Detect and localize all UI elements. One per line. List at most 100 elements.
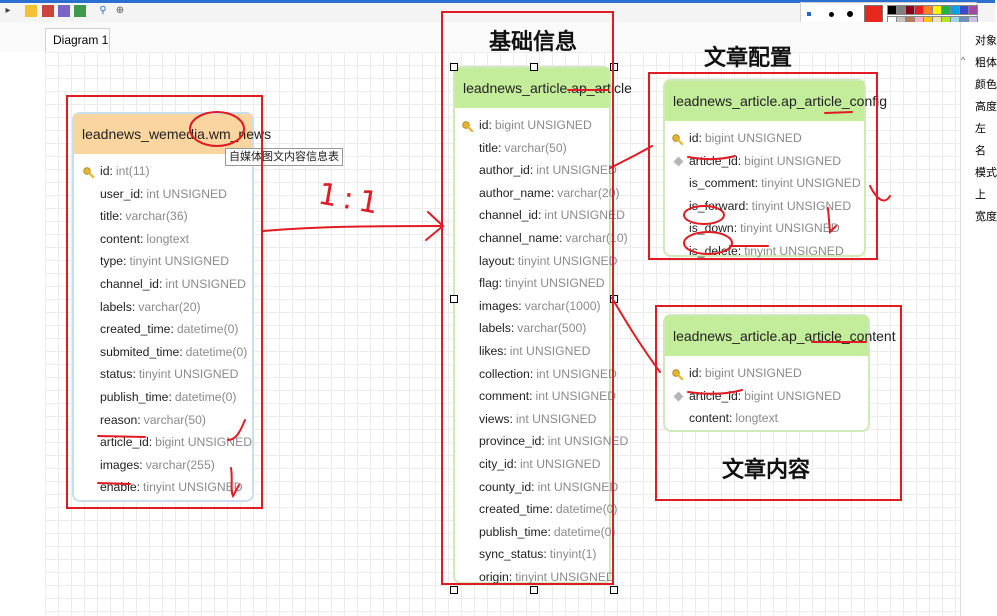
field-separator: :: [503, 343, 507, 358]
field-name: county_id: [479, 479, 532, 494]
field-row-id[interactable]: id:bigint UNSIGNED: [461, 114, 609, 137]
field-row-content[interactable]: content:longtext: [82, 228, 252, 251]
resize-handle[interactable]: [530, 63, 538, 71]
table-tooltip: 自媒体图文内容信息表: [225, 148, 343, 166]
field-name: is_comment: [689, 176, 755, 191]
field-separator: :: [537, 208, 542, 223]
field-row-id[interactable]: id:int(11): [82, 160, 252, 183]
field-separator: :: [497, 140, 502, 155]
field-row-user-id[interactable]: user_id:int UNSIGNED: [82, 183, 252, 206]
primary-key-icon: [672, 132, 684, 146]
dot-large-icon[interactable]: [847, 11, 853, 17]
field-name: layout: [479, 253, 512, 268]
field-row-created-time[interactable]: created_time:datetime(0): [82, 318, 252, 341]
field-row-labels[interactable]: labels:varchar(20): [82, 296, 252, 319]
field-row-content[interactable]: content:longtext: [671, 407, 868, 430]
export-icon[interactable]: [74, 5, 86, 17]
image-icon[interactable]: [42, 5, 54, 17]
resize-handle[interactable]: [530, 586, 538, 594]
field-row-author-name[interactable]: author_name:varchar(20): [461, 182, 620, 205]
resize-handle[interactable]: [450, 63, 458, 71]
field-name: likes: [479, 343, 504, 358]
field-row-type[interactable]: type:tinyint UNSIGNED: [82, 250, 252, 273]
table-ap-article[interactable]: leadnews_article.ap_article id:bigint UN…: [453, 66, 632, 584]
field-row-city-id[interactable]: city_id:int UNSIGNED: [461, 453, 609, 476]
field-row-layout[interactable]: layout:tinyint UNSIGNED: [461, 250, 617, 273]
tab-diagram-1[interactable]: Diagram 1: [45, 28, 110, 52]
collapse-icon[interactable]: ^: [961, 55, 966, 65]
dot-medium-icon[interactable]: [829, 12, 834, 17]
field-row-views[interactable]: views:int UNSIGNED: [461, 408, 609, 431]
field-row-labels[interactable]: labels:varchar(500): [461, 317, 609, 340]
field-name: collection: [479, 366, 530, 381]
resize-handle[interactable]: [610, 63, 618, 71]
field-row-id[interactable]: id:bigint UNSIGNED: [671, 127, 864, 150]
field-row-publish-time[interactable]: publish_time:datetime(0): [461, 521, 615, 544]
search-icon[interactable]: ⚲: [99, 5, 107, 16]
layer-icon[interactable]: [58, 5, 70, 17]
field-row-title[interactable]: title:varchar(36): [82, 205, 252, 228]
annotation-box-ap-article: [441, 11, 614, 585]
field-row-comment[interactable]: comment:int UNSIGNED: [461, 385, 616, 408]
field-separator: :: [510, 321, 515, 336]
property-name[interactable]: 名: [975, 145, 986, 157]
table-title: leadnews_article.ap_article_config: [665, 81, 887, 121]
field-row-sync-status[interactable]: sync_status:tinyint(1): [461, 543, 609, 566]
field-row-images[interactable]: images:varchar(255): [82, 454, 252, 477]
field-row-channel-id[interactable]: channel_id:int UNSIGNED: [82, 273, 252, 296]
field-type: varchar(20): [557, 185, 620, 200]
note-icon[interactable]: [25, 5, 37, 17]
property-color[interactable]: 颜色: [975, 79, 997, 91]
field-type: tinyint UNSIGNED: [505, 276, 605, 291]
resize-handle[interactable]: [450, 586, 458, 594]
dot-small-icon[interactable]: [807, 12, 811, 16]
property-bold[interactable]: 粗体: [975, 57, 997, 69]
field-row-province-id[interactable]: province_id:int UNSIGNED: [461, 430, 628, 453]
field-separator: :: [139, 186, 144, 201]
field-row-county-id[interactable]: county_id:int UNSIGNED: [461, 476, 618, 499]
field-row-images[interactable]: images:varchar(1000): [461, 295, 609, 318]
field-separator: :: [558, 230, 563, 245]
table-ap-article-content[interactable]: leadnews_article.ap_article_content id:b…: [663, 314, 896, 432]
field-separator: :: [728, 411, 733, 426]
table-wm-news[interactable]: leadnews_wemedia.wm_news id:int(11)user_…: [72, 112, 271, 502]
field-row-author-id[interactable]: author_id:int UNSIGNED: [461, 159, 617, 182]
field-row-submited-time[interactable]: submited_time:datetime(0): [82, 341, 252, 364]
field-row-is-comment[interactable]: is_comment:tinyint UNSIGNED: [671, 172, 864, 195]
field-row-publish-time[interactable]: publish_time:datetime(0): [82, 386, 252, 409]
field-type: datetime(0): [176, 322, 239, 337]
field-row-likes[interactable]: likes:int UNSIGNED: [461, 340, 609, 363]
field-row-title[interactable]: title:varchar(50): [461, 137, 609, 160]
field-row-channel-id[interactable]: channel_id:int UNSIGNED: [461, 204, 625, 227]
field-name: origin: [479, 569, 509, 584]
zoom-icon[interactable]: ⊕: [115, 5, 125, 16]
field-type: int(11): [115, 164, 150, 178]
field-row-id[interactable]: id:bigint UNSIGNED: [671, 362, 868, 385]
property-height[interactable]: 高度: [975, 101, 997, 113]
property-mode[interactable]: 模式: [975, 167, 997, 179]
field-separator: :: [139, 231, 144, 246]
field-type: tinyint UNSIGNED: [751, 198, 852, 213]
field-row-collection[interactable]: collection:int UNSIGNED: [461, 363, 617, 386]
color-swatch[interactable]: [968, 5, 978, 15]
table-ap-article-config[interactable]: leadnews_article.ap_article_config id:bi…: [663, 79, 887, 258]
field-row-reason[interactable]: reason:varchar(50): [82, 409, 252, 432]
field-row-origin[interactable]: origin:tinyint UNSIGNED: [461, 566, 615, 589]
left-panel: [0, 52, 46, 616]
field-row-status[interactable]: status:tinyint UNSIGNED: [82, 363, 252, 386]
property-width[interactable]: 宽度: [975, 211, 997, 223]
field-separator: :: [137, 412, 141, 427]
resize-handle[interactable]: [450, 295, 458, 303]
field-type: int UNSIGNED: [146, 186, 227, 201]
field-type: int UNSIGNED: [544, 208, 625, 223]
field-row-created-time[interactable]: created_time:datetime(0): [461, 498, 617, 521]
property-top[interactable]: 上: [975, 189, 986, 201]
field-row-flag[interactable]: flag:tinyint UNSIGNED: [461, 272, 609, 295]
property-left[interactable]: 左: [975, 123, 986, 135]
arrow-icon[interactable]: ▸: [5, 5, 11, 16]
field-type: datetime(0): [174, 389, 237, 404]
resize-handle[interactable]: [610, 586, 618, 594]
field-name: reason: [100, 412, 138, 427]
field-type: int UNSIGNED: [165, 276, 246, 291]
